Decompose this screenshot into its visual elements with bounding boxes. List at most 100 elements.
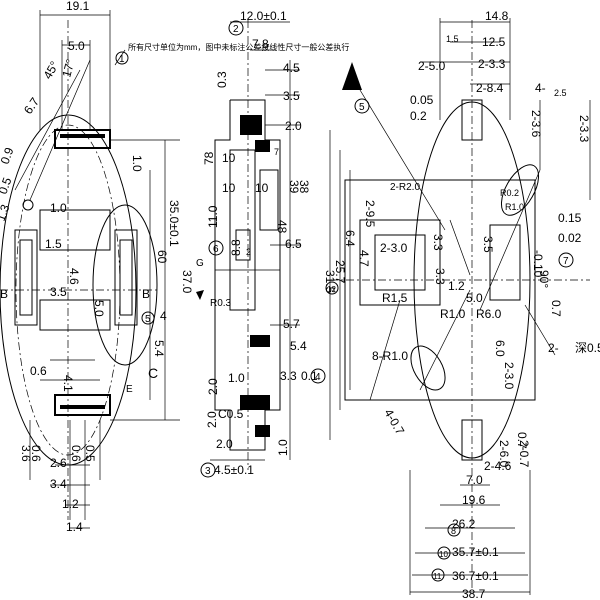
middle-inner-pin bbox=[235, 229, 251, 261]
label-2-4-6: 2-4.6 bbox=[484, 459, 512, 473]
label-r0-3: R0.3 bbox=[210, 298, 232, 309]
label-36-7: 36.7±0.1 bbox=[452, 569, 499, 583]
right-bottom-post bbox=[461, 419, 483, 461]
label-35-0: 35.0±0.1 bbox=[167, 200, 181, 247]
label-48: 48 bbox=[275, 220, 289, 234]
section-arrow-g bbox=[196, 290, 204, 300]
section-mark-b-left: B bbox=[0, 287, 8, 301]
middle-inner-cavity bbox=[229, 149, 256, 311]
label-1-4: 1.4 bbox=[66, 520, 83, 534]
balloon-mid-2-text: 2 bbox=[233, 24, 239, 35]
label-14-8: 14.8 bbox=[485, 9, 509, 23]
label-3-4: 3.4 bbox=[50, 477, 67, 491]
label-8-r1-0: 8-R1.0 bbox=[372, 349, 408, 363]
label-1-3: 1.3 bbox=[0, 202, 13, 223]
balloon-right-11-text: 11 bbox=[433, 572, 442, 581]
label-0-7b: 0.7 bbox=[515, 432, 529, 449]
label-90deg: 90° bbox=[537, 270, 551, 288]
label-8-8: 8.8 bbox=[229, 239, 243, 256]
balloon-right-7 bbox=[558, 252, 574, 268]
label-7-0: 7.0 bbox=[466, 473, 483, 487]
middle-section-bottom bbox=[240, 395, 270, 410]
balloon-left-1-text: 1 bbox=[119, 54, 125, 65]
label-1-5r: 1.5 bbox=[446, 34, 459, 44]
middle-section-bottom2 bbox=[255, 425, 270, 437]
label-4-6: 4.6 bbox=[67, 268, 81, 285]
right-body-rect bbox=[344, 179, 536, 401]
label-0-6: 0.6 bbox=[30, 364, 47, 378]
label-0-6c: 0.6 bbox=[69, 445, 83, 462]
label-1-2: 1.2 bbox=[62, 497, 79, 511]
label-10b: 10 bbox=[222, 181, 236, 195]
label-0-5: 0.5 bbox=[0, 175, 15, 196]
balloon-right-5 bbox=[354, 98, 370, 114]
left-terminal bbox=[14, 229, 38, 326]
label-shen-0-5: 深0.5 bbox=[575, 341, 600, 355]
label-3-3r2: 3.3 bbox=[433, 268, 447, 285]
label-0-6b: 0.6 bbox=[29, 445, 43, 462]
label-2-3-0: 2-3.0 bbox=[380, 241, 408, 255]
label-38-7: 38.7 bbox=[462, 587, 486, 600]
small-hole bbox=[22, 199, 34, 211]
label-1-0b: 1.0 bbox=[130, 155, 144, 172]
balloon-mid-4 bbox=[310, 368, 326, 384]
label-38: 38 bbox=[297, 180, 311, 194]
middle-section-top bbox=[240, 115, 262, 135]
label-25-7: 25.7 bbox=[333, 260, 347, 284]
label-19-6: 19.6 bbox=[462, 493, 486, 507]
right-view: 14.8 12.5 2-5.0 2-3.3 2-8.4 1.5 2.5 0.05… bbox=[323, 9, 600, 600]
balloon-mid-6 bbox=[208, 240, 224, 256]
label-10c: 10 bbox=[255, 181, 269, 195]
label-2-3-6: 2-3.6 bbox=[529, 110, 543, 138]
label-2-3-3: 2-3.3 bbox=[478, 57, 506, 71]
label-r1-5: R1.5 bbox=[382, 291, 408, 305]
label-c0-5: C0.5 bbox=[218, 407, 244, 421]
label-5-7: 5.7 bbox=[283, 317, 300, 331]
label-2-0m2: 2.0 bbox=[205, 411, 219, 428]
label-3-3r: 3.3 bbox=[431, 234, 445, 251]
left-side-ellipse bbox=[92, 204, 158, 366]
label-7: 7 bbox=[274, 147, 279, 157]
label-37-0: 37.0 bbox=[180, 270, 194, 294]
left-terminal-inner bbox=[19, 239, 33, 316]
label-5-0: 5.0 bbox=[68, 39, 85, 53]
right-terminal bbox=[114, 229, 138, 326]
label-0-05: 0.05 bbox=[410, 93, 434, 107]
section-mark-e: E bbox=[126, 384, 133, 395]
label-r1-0: R1.0 bbox=[505, 202, 524, 212]
label-12-5: 12.5 bbox=[482, 35, 506, 49]
label-3-6: 3.6 bbox=[19, 445, 33, 462]
label-1-0m: 1.0 bbox=[228, 371, 245, 385]
label-17: 17° bbox=[59, 57, 77, 78]
label-6-7: 6.7 bbox=[21, 95, 42, 117]
section-mark-b-right: B bbox=[142, 287, 150, 301]
label-1-0m2: 1.0 bbox=[276, 439, 290, 456]
label-2-dash: 2- bbox=[548, 341, 559, 355]
label-2-6-0: 2-6.0 bbox=[497, 440, 511, 468]
label-6-0: 6.0 bbox=[493, 340, 507, 357]
label-4-0-7: 4-0.7 bbox=[381, 407, 407, 438]
right-terminal-inner bbox=[119, 239, 133, 316]
label-45: 45° bbox=[40, 59, 61, 82]
label-2-r2-0: 2-R2.0 bbox=[390, 182, 420, 193]
label-0-9: 0.9 bbox=[0, 145, 17, 166]
leader-r0-7 bbox=[524, 304, 556, 356]
balloon-mid-2 bbox=[228, 20, 244, 36]
label-1-0: 1.0 bbox=[50, 201, 67, 215]
label-60: 60 bbox=[155, 250, 169, 264]
label-78: 78 bbox=[202, 151, 216, 165]
balloon-left-5 bbox=[141, 311, 155, 325]
balloon-right-10-text: 10 bbox=[439, 550, 448, 559]
balloon-mid-4-text: 4 bbox=[315, 372, 321, 383]
label-0-3: 0.3 bbox=[215, 71, 229, 88]
label-2: 2 bbox=[246, 247, 251, 257]
right-terminal bbox=[489, 224, 521, 301]
label-5-4m: 5.4 bbox=[290, 339, 307, 353]
middle-section-mid bbox=[250, 335, 270, 347]
label-4-dash: 4- bbox=[535, 81, 546, 95]
right-inner-rect bbox=[359, 219, 441, 306]
label-r0-2: R0.2 bbox=[500, 188, 519, 198]
label-0-2: 0.2 bbox=[410, 109, 427, 123]
right-top-post bbox=[461, 99, 483, 141]
